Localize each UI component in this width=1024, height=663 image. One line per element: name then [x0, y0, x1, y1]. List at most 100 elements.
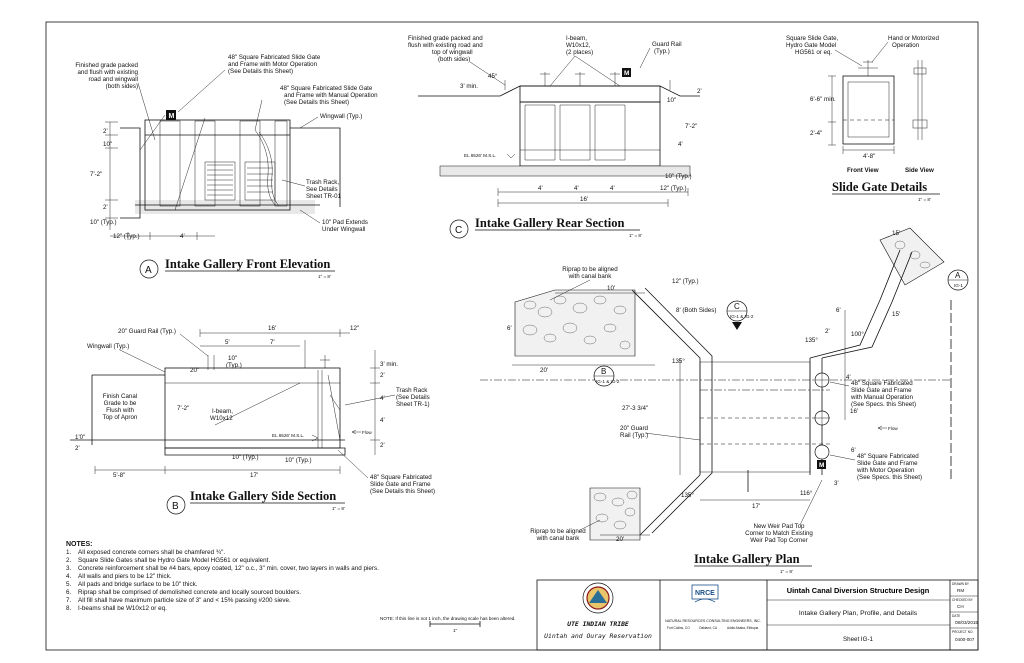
side-rack-l2: (See Details — [396, 394, 430, 401]
svg-text:4': 4' — [380, 395, 385, 402]
rear-grade-l2: flush with existing road and — [408, 42, 483, 49]
svg-text:2': 2' — [103, 128, 108, 135]
note-number: 4. — [66, 573, 72, 580]
note-text: Riprap shall be comprised of demolished … — [78, 589, 301, 596]
svg-text:12" (Typ.): 12" (Typ.) — [113, 233, 140, 240]
plan-flow-label: Flow — [888, 426, 898, 431]
gate-op-l1: Hand or Motorized — [888, 35, 939, 42]
svg-text:4': 4' — [610, 185, 615, 192]
project-title: Uintah Canal Diversion Structure Design — [787, 586, 930, 595]
plan-guard-l2: Rail (Typ.) — [620, 432, 648, 439]
plan-ref-a-letter: A — [955, 271, 961, 280]
svg-text:116°: 116° — [800, 490, 813, 497]
plan-ref-c-sheet: IG-1 & IG-2 — [730, 314, 754, 319]
side-canal-l3: Flush with — [106, 407, 134, 414]
svg-text:2': 2' — [697, 88, 702, 95]
svg-text:6': 6' — [836, 307, 841, 314]
front-gate-motor-l1: 48" Square Fabricated Slide Gate — [228, 54, 321, 61]
svg-text:I-beam,W10x12: I-beam,W10x12 — [210, 408, 233, 422]
svg-text:2': 2' — [380, 372, 385, 379]
side-scale: 1" = 8' — [332, 506, 345, 511]
svg-text:10" (Typ.): 10" (Typ.) — [285, 457, 312, 464]
note-item: 5.All pads and bridge surface to be 10" … — [66, 581, 396, 589]
side-gate-l2: Slide Gate and Frame — [370, 481, 431, 488]
front-grade-l4: (both sides) — [106, 83, 138, 90]
svg-text:16': 16' — [850, 408, 858, 415]
plan-riprap-top-l1: Riprap to be aligned — [562, 266, 618, 273]
note-item: 4.All walls and piers to be 12" thick. — [66, 573, 396, 581]
front-elevation-view: M 2' 10" 7'-2" 2' 10" (Typ.) 12" (Typ.) … — [75, 54, 378, 279]
svg-text:6'-6" min.: 6'-6" min. — [810, 96, 836, 103]
plan-weir-l3: Weir Pad Top Corner — [750, 537, 808, 544]
svg-text:10": 10" — [667, 97, 676, 104]
rear-scale: 1" = 8' — [629, 233, 642, 238]
front-gate-manual-l2: and Frame with Manual Operation — [284, 92, 378, 99]
svg-text:7'-2": 7'-2" — [90, 171, 102, 178]
front-grade-l3: road and wingwall — [88, 76, 138, 83]
note-number: 3. — [66, 565, 72, 572]
tribe-reservation: Uintah and Ouray Reservation — [544, 632, 652, 640]
note-text: Square Slide Gates shall be Hydro Gate M… — [78, 557, 271, 564]
plan-ref-b-sheet: IG-1 & IG-2 — [596, 379, 620, 384]
gate-op-l2: Operation — [892, 42, 920, 49]
svg-text:10": 10" — [103, 141, 112, 148]
svg-text:4': 4' — [538, 185, 543, 192]
rear-grade-l4: (both sides) — [438, 56, 470, 63]
svg-text:3' min.: 3' min. — [380, 361, 398, 368]
plan-gate-manual-l1: 48" Square Fabricated — [851, 380, 913, 387]
svg-text:Guard Rail(Typ.): Guard Rail(Typ.) — [652, 41, 682, 55]
plan-riprap-bot-l2: with canal bank — [536, 535, 581, 542]
side-ibeam-l2: W10x12 — [210, 415, 233, 422]
project-no-label: PROJECT NO. — [952, 630, 973, 634]
plan-gate-manual-l2: Slide Gate and Frame — [851, 387, 912, 394]
project-no-value: 0400-007 — [955, 637, 975, 642]
svg-text:3': 3' — [834, 480, 839, 487]
note-item: 8.I-beams shall be W10x12 or eq. — [66, 605, 396, 613]
svg-text:100°: 100° — [851, 331, 864, 338]
plan-riprap-top-l2: with canal bank — [568, 273, 613, 280]
side-canal-l4: Top of Apron — [103, 414, 138, 421]
svg-text:45°: 45° — [488, 73, 498, 80]
side-wingwall-label: Wingwall (Typ.) — [87, 343, 129, 350]
front-rack-l1: Trash Rack, — [306, 179, 339, 186]
front-motor-mark: M — [169, 113, 175, 120]
sheet-title: Intake Gallery Plan, Profile, and Detail… — [799, 610, 918, 617]
svg-text:4': 4' — [574, 185, 579, 192]
svg-text:20': 20' — [540, 367, 548, 374]
plan-scale: 1" = 8' — [780, 569, 793, 574]
note-text: All pads and bridge surface to be 10" th… — [78, 581, 198, 588]
sheet-number: Sheet IG-1 — [843, 636, 873, 643]
plan-motor-mark: M — [819, 462, 824, 469]
rear-ibeam-l2: W10x12, — [566, 42, 591, 49]
side-el-label: EL 6526' M.S.L. — [272, 433, 304, 438]
side-canal-l1: Finish Canal — [103, 393, 137, 400]
svg-text:27'-3 3/4": 27'-3 3/4" — [622, 405, 648, 412]
note-number: 7. — [66, 597, 72, 604]
svg-text:4': 4' — [678, 141, 683, 148]
svg-text:7': 7' — [270, 339, 275, 346]
svg-text:17': 17' — [250, 472, 258, 479]
plan-gate-manual-l3: with Manual Operation — [850, 394, 913, 401]
drawn-by-label: DRAWN BY — [952, 582, 970, 586]
plan-gate-manual-l4: (See Specs. this Sheet) — [851, 401, 916, 408]
svg-text:2'-4": 2'-4" — [810, 130, 822, 137]
drawn-by-value: RM — [957, 588, 964, 593]
svg-text:17': 17' — [752, 503, 760, 510]
svg-text:2': 2' — [75, 445, 80, 452]
side-letter: B — [172, 501, 179, 512]
gate-model-l1: Square Slide Gate, — [786, 35, 839, 42]
plan-both-sides: 8' (Both Sides) — [676, 307, 716, 314]
side-guard-label: 20" Guard Rail (Typ.) — [118, 328, 176, 335]
svg-text:15': 15' — [892, 230, 900, 237]
plan-gate-motor-l3: with Motor Operation — [856, 467, 915, 474]
front-gate-manual-l3: (See Details this Sheet) — [284, 99, 349, 106]
